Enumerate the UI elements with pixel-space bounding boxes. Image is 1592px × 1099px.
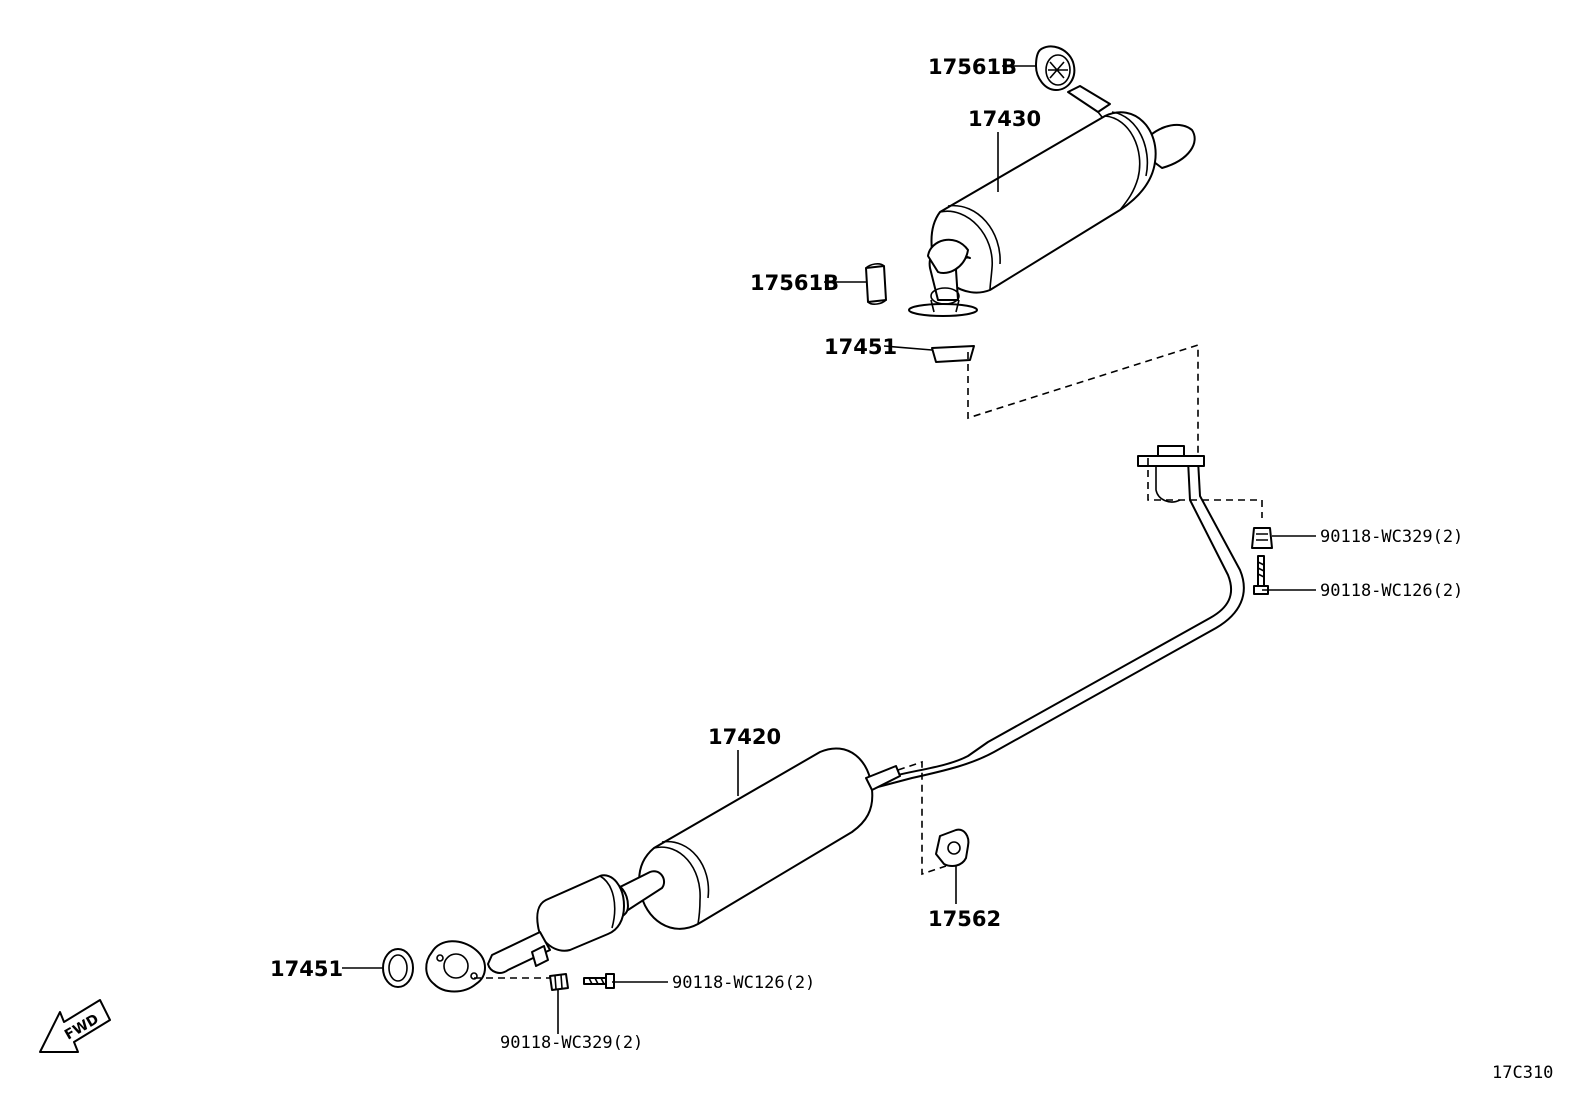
right-nut-part[interactable] — [1251, 527, 1273, 549]
label-bracket: 17562 — [928, 907, 1001, 931]
label-upper-insulator: 17561B — [928, 55, 1017, 79]
label-side-insulator: 17561B — [750, 271, 839, 295]
label-center-pipe: 17420 — [708, 725, 781, 749]
connection-line-right-hardware — [1147, 458, 1263, 518]
label-tailpipe-assembly: 17430 — [968, 107, 1041, 131]
side-insulator-part[interactable] — [865, 263, 887, 305]
bracket-part[interactable] — [935, 828, 970, 867]
label-right-nut: 90118-WC329(2) — [1320, 527, 1463, 547]
label-front-nut: 90118-WC329(2) — [500, 1033, 643, 1053]
connection-line-bracket — [897, 760, 947, 876]
front-bolt-part[interactable] — [583, 973, 615, 989]
upper-insulator-part[interactable] — [1035, 45, 1076, 91]
leader-lines — [342, 65, 1316, 1034]
connection-line-upper — [967, 343, 1199, 495]
label-front-bolt: 90118-WC126(2) — [672, 973, 815, 993]
tailpipe-assembly[interactable] — [908, 85, 1196, 317]
front-nut-part[interactable] — [549, 973, 569, 991]
right-bolt-part[interactable] — [1253, 555, 1269, 595]
upper-gasket-part[interactable] — [931, 345, 975, 363]
label-right-bolt: 90118-WC126(2) — [1320, 581, 1463, 601]
center-pipe-assembly[interactable] — [425, 445, 1245, 993]
front-gasket-part[interactable] — [382, 948, 414, 988]
diagram-code: 17C310 — [1492, 1063, 1553, 1083]
fwd-arrow-icon: FWD — [39, 999, 111, 1053]
label-upper-gasket: 17451 — [824, 335, 897, 359]
label-front-gasket: 17451 — [270, 957, 343, 981]
